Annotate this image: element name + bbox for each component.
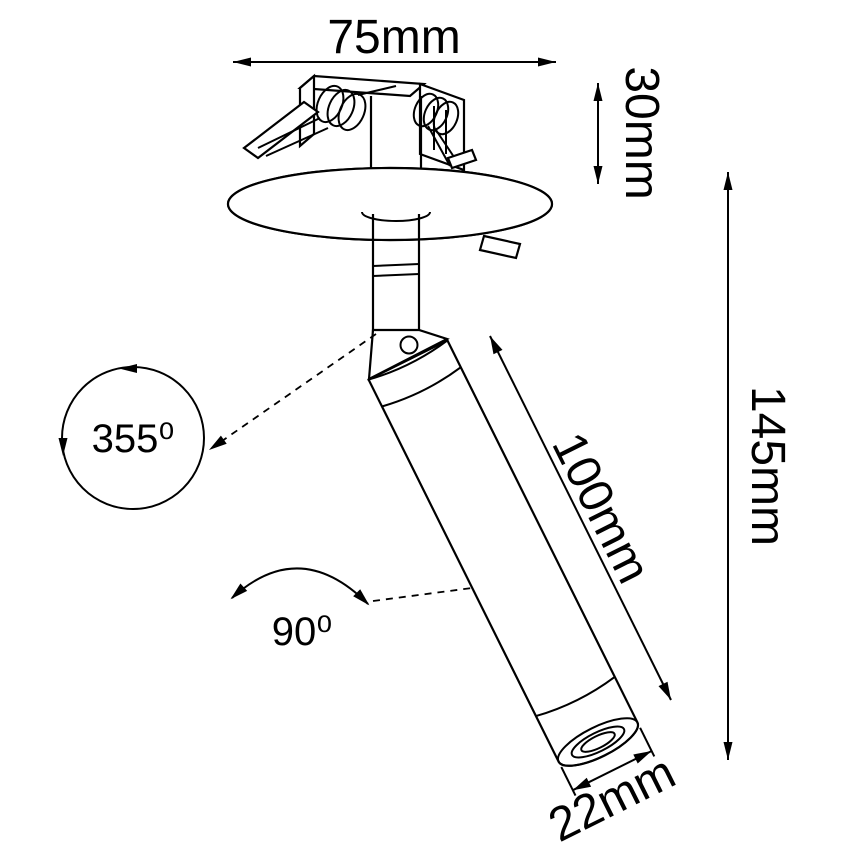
dim-label-total-height: 145mm: [741, 386, 794, 546]
arrowhead: [490, 336, 503, 355]
rotation-arrowhead-left: [58, 438, 68, 456]
tilt-angle-label: 90⁰: [272, 610, 333, 654]
rotation-indicator: 355⁰: [58, 333, 377, 510]
arrowhead: [723, 742, 733, 760]
arrowhead: [633, 751, 652, 764]
tilt-leader-line: [372, 587, 473, 602]
tilt-arc: [231, 567, 369, 605]
dim-label-recess-depth: 30mm: [615, 66, 668, 199]
tube-top-seam: [368, 339, 448, 381]
rotation-angle-label: 355⁰: [92, 417, 175, 461]
lens-inner: [580, 731, 616, 753]
arrowhead: [538, 57, 556, 67]
ring-hole: [361, 211, 431, 222]
arrowhead: [233, 57, 251, 67]
arrowhead: [572, 777, 592, 791]
tilt-arrowhead-right: [353, 589, 370, 606]
stem: [371, 214, 421, 334]
arrowhead: [593, 83, 603, 101]
arrowhead: [593, 166, 603, 184]
tube-bottom-seam: [535, 676, 616, 718]
pivot-screw: [399, 335, 419, 355]
arrowhead: [723, 172, 733, 190]
spot-tube: [367, 338, 640, 767]
dimension-recess-depth: 30mm: [593, 66, 668, 200]
recessed-can: [369, 96, 423, 168]
dimension-cutout-width: 75mm: [233, 11, 556, 67]
spring-clip-right: [412, 92, 478, 170]
arrowhead: [658, 681, 671, 700]
spring-clip-left: [242, 84, 397, 160]
dimension-total-height: 145mm: [723, 172, 794, 760]
tube-shoulder-seam: [381, 366, 462, 408]
lens-outer: [570, 725, 626, 759]
dim-label-cutout-width: 75mm: [327, 11, 460, 64]
pivot-knuckle: [367, 328, 450, 381]
trim-ring-front: [226, 166, 554, 242]
tilt-arrowhead-left: [230, 583, 248, 600]
tilt-indicator: 90⁰: [230, 567, 473, 654]
lens-rim: [557, 717, 639, 767]
rotation-leader-arrowhead: [209, 435, 227, 450]
rotation-arrowhead-top: [119, 364, 137, 373]
side-clip: [478, 234, 522, 260]
rotation-leader-line: [221, 333, 377, 442]
